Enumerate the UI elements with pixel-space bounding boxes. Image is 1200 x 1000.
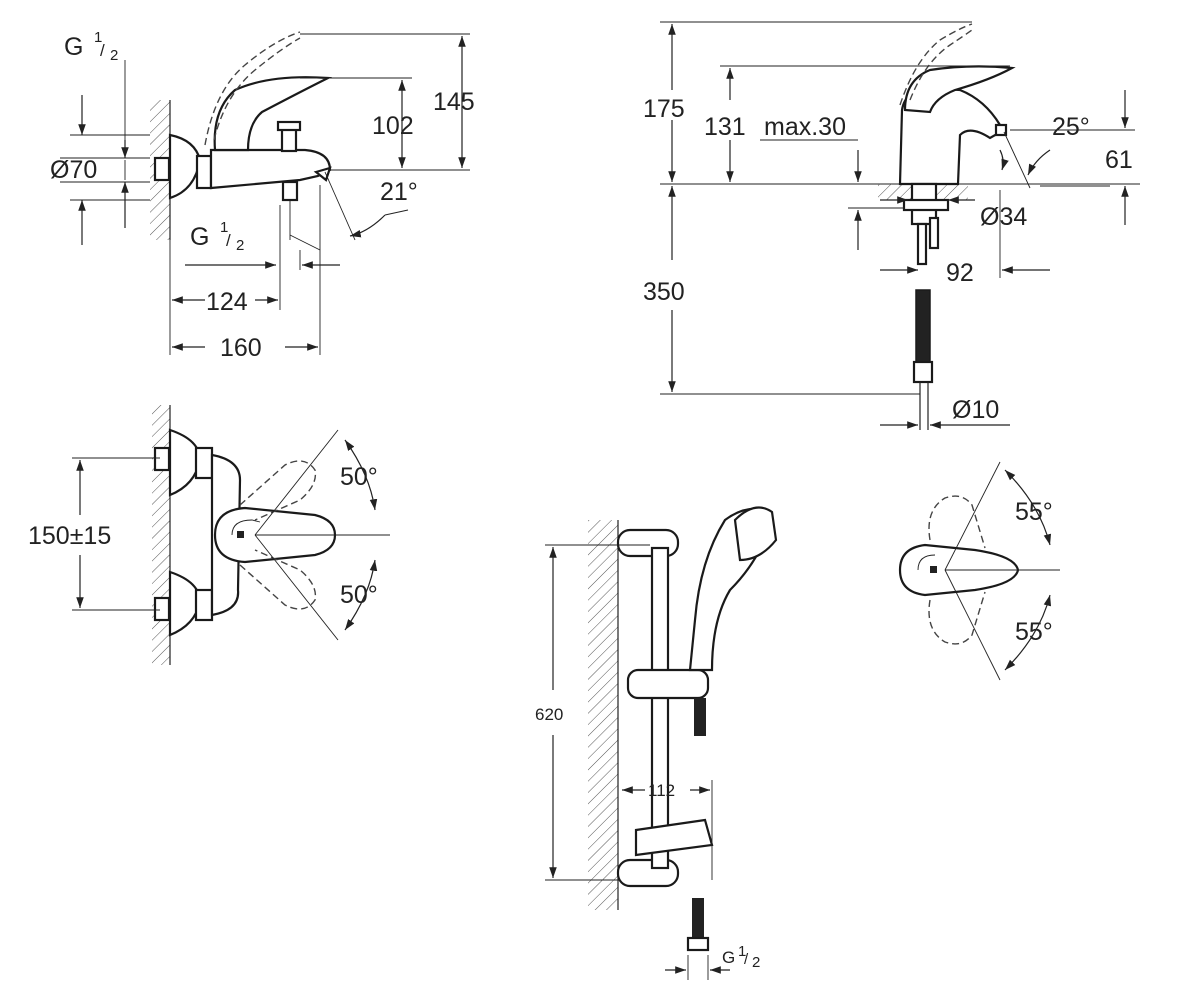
height-620-label: 620	[535, 705, 563, 724]
lever-handle	[213, 76, 333, 152]
svg-text:1: 1	[738, 943, 746, 960]
height-102-label: 102	[372, 112, 414, 140]
height-131-label: 131	[704, 113, 746, 141]
angle-21-label: 21°	[380, 178, 418, 206]
dia-70-label: Ø70	[50, 156, 97, 184]
dia-34-label: Ø34	[980, 203, 1027, 231]
bath-mixer-top-view: 150±15 50° 50°	[28, 405, 390, 665]
wall-hatch-top	[152, 405, 170, 665]
basin-lever-swing-down	[928, 591, 986, 645]
angle-50-down-label: 50°	[340, 581, 378, 609]
thread-top-sup: 1	[94, 29, 102, 46]
lever-swing-down-dashed	[239, 549, 317, 610]
max-30-label: max.30	[764, 113, 846, 141]
width-112-label: 112	[648, 781, 675, 800]
supply-hose	[915, 289, 931, 371]
wall-nut	[153, 156, 171, 182]
height-175-label: 175	[643, 95, 685, 123]
dia-10-label: Ø10	[952, 396, 999, 424]
svg-text:/: /	[744, 951, 749, 968]
escutcheon	[168, 133, 202, 200]
rail-slider	[626, 668, 710, 700]
angle-55-up-label: 55°	[1015, 498, 1053, 526]
mixer-body	[209, 148, 332, 190]
lever-swing-up-dashed	[239, 460, 317, 521]
rail-bar	[650, 546, 670, 870]
lever-swing-dashed	[204, 31, 301, 146]
thread-top-sub: 2	[110, 47, 118, 64]
connector-nut	[195, 154, 213, 190]
height-350-label: 350	[643, 278, 685, 306]
bath-mixer-side-view: G 1 / 2 Ø70 102 145 21° G 1 / 2 124 160	[50, 29, 475, 362]
shower-head	[733, 506, 778, 562]
basin-lever	[903, 65, 1016, 114]
basin-mixer-top-view: 55° 55°	[898, 461, 1060, 681]
svg-text:2: 2	[236, 237, 244, 254]
shower-hose	[694, 698, 706, 736]
height-145-label: 145	[433, 88, 475, 116]
svg-text:1: 1	[220, 219, 228, 236]
height-61-label: 61	[1105, 146, 1133, 174]
basin-lever-swing-up	[928, 495, 986, 549]
angle-50-up-label: 50°	[340, 463, 378, 491]
thread-bottom-label: G	[190, 223, 209, 251]
angle-55-down-label: 55°	[1015, 618, 1053, 646]
svg-text:/: /	[100, 41, 105, 60]
shower-rail-view: 620 112 G 1 / 2	[535, 506, 778, 980]
svg-text:2: 2	[752, 954, 760, 971]
basin-lever-swing-dashed	[899, 23, 973, 106]
thread-top-label: G	[64, 33, 83, 61]
basin-mixer-side-view: 175 131 max.30 25° 61 Ø34 92 350 Ø10	[643, 21, 1140, 430]
shower-outlet	[281, 180, 299, 202]
shower-thread-label: G	[722, 948, 735, 967]
angle-25-label: 25°	[1052, 113, 1090, 141]
svg-text:/: /	[226, 231, 231, 250]
wall-hatch-shower	[588, 520, 618, 910]
width-160-label: 160	[220, 334, 262, 362]
width-92-label: 92	[946, 259, 974, 287]
soap-dish	[634, 818, 714, 857]
width-124-label: 124	[206, 288, 248, 316]
spacing-150-label: 150±15	[28, 522, 111, 550]
